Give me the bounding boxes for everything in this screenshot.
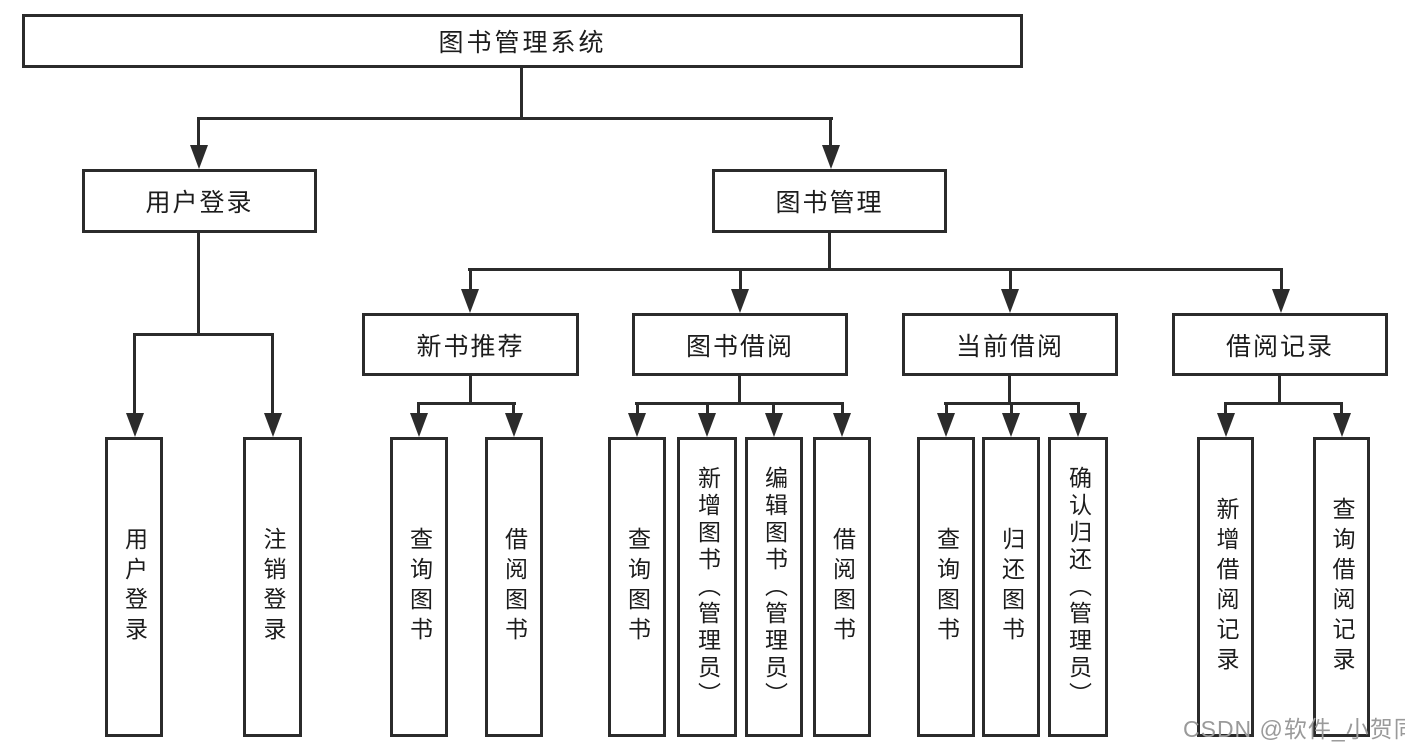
- arrowhead-current-borrow: [1001, 289, 1019, 313]
- connector-hline-book-management: [468, 268, 1283, 271]
- connector-vline-query-books-borrow: [636, 405, 639, 415]
- connector-stem-borrow-records: [1278, 376, 1281, 405]
- connector-vline-leaf-logout: [271, 336, 274, 413]
- leaf-user-login: 用户登录: [105, 437, 163, 737]
- node-label: 当前借阅: [955, 332, 1064, 361]
- leaf-logout-login: 注销登录: [243, 437, 302, 737]
- leaf-confirm-return-admin: 确认归还（管理员）: [1048, 437, 1108, 737]
- connector-hline-new-book: [417, 402, 516, 405]
- arrowhead-user-login: [190, 145, 208, 169]
- arrowhead-query-books-borrow: [628, 413, 646, 437]
- node-label: 图书借阅: [685, 332, 794, 361]
- connector-vline-current-borrow: [1009, 271, 1012, 291]
- connector-stem-new-book: [469, 376, 472, 405]
- arrowhead-query-books-current: [937, 413, 955, 437]
- arrowhead-add-books-admin: [698, 413, 716, 437]
- node-label: 查询图书: [624, 527, 651, 647]
- leaf-add-borrow-record: 新增借阅记录: [1197, 437, 1254, 737]
- connector-vline-book-management: [829, 120, 832, 147]
- connector-vline-query-books-current: [945, 405, 948, 415]
- node-book-management: 图书管理: [712, 169, 947, 233]
- node-label: 新书推荐: [416, 332, 525, 361]
- node-label: 用户登录: [145, 189, 254, 217]
- node-new-book-recommend: 新书推荐: [362, 313, 579, 376]
- node-label: 借阅记录: [1225, 332, 1334, 361]
- connector-stem-book-management: [828, 233, 831, 271]
- node-label: 借阅图书: [501, 527, 528, 647]
- connector-hline-book-borrow: [635, 402, 844, 405]
- leaf-borrow-books-recommend: 借阅图书: [485, 437, 543, 737]
- connector-hline-user-login: [133, 333, 274, 336]
- connector-stem-user-login: [197, 233, 200, 336]
- arrowhead-leaf-logout: [264, 413, 282, 437]
- leaf-edit-books-admin: 编辑图书（管理员）: [745, 437, 803, 737]
- connector-stem-book-borrow: [738, 376, 741, 405]
- connector-vline-query-books-recommend: [417, 405, 420, 415]
- arrowhead-query-books-recommend: [410, 413, 428, 437]
- node-book-borrow: 图书借阅: [632, 313, 848, 376]
- connector-hline-borrow-records: [1224, 402, 1343, 405]
- node-label: 查询图书: [406, 527, 433, 647]
- connector-vline-borrow-books-recommend: [512, 405, 515, 415]
- node-borrow-records: 借阅记录: [1172, 313, 1388, 376]
- connector-vline-query-borrow-record: [1340, 405, 1343, 415]
- connector-vline-user-login: [197, 120, 200, 147]
- node-label: 新增借阅记录: [1213, 497, 1239, 677]
- arrowhead-query-borrow-record: [1333, 413, 1351, 437]
- arrowhead-new-book: [461, 289, 479, 313]
- connector-stem-root: [520, 68, 523, 119]
- arrowhead-edit-books-admin: [765, 413, 783, 437]
- connector-vline-borrow-records: [1280, 271, 1283, 291]
- node-label: 新增图书（管理员）: [694, 465, 721, 709]
- node-label: 查询图书: [933, 527, 960, 647]
- leaf-query-borrow-record: 查询借阅记录: [1313, 437, 1370, 737]
- node-library-management-system: 图书管理系统: [22, 14, 1023, 68]
- connector-vline-book-borrow: [739, 271, 742, 291]
- node-label: 借阅图书: [829, 527, 856, 647]
- connector-hline-current-borrow: [944, 402, 1080, 405]
- node-current-borrow: 当前借阅: [902, 313, 1118, 376]
- arrowhead-borrow-records: [1272, 289, 1290, 313]
- leaf-query-books-borrow: 查询图书: [608, 437, 666, 737]
- leaf-return-books: 归还图书: [982, 437, 1040, 737]
- leaf-add-books-admin: 新增图书（管理员）: [677, 437, 737, 737]
- leaf-query-books-current: 查询图书: [917, 437, 975, 737]
- arrowhead-borrow-books: [833, 413, 851, 437]
- arrowhead-book-borrow: [731, 289, 749, 313]
- connector-stem-current-borrow: [1008, 376, 1011, 405]
- arrowhead-book-management: [822, 145, 840, 169]
- arrowhead-borrow-books-recommend: [505, 413, 523, 437]
- leaf-query-books-recommend: 查询图书: [390, 437, 448, 737]
- node-label: 图书管理: [775, 189, 884, 217]
- node-label: 确认归还（管理员）: [1065, 465, 1092, 709]
- node-label: 编辑图书（管理员）: [761, 465, 788, 709]
- node-label: 查询借阅记录: [1329, 497, 1355, 677]
- connector-hline-root: [197, 117, 833, 120]
- csdn-watermark: CSDN @软件_小贺同学: [1183, 716, 1405, 742]
- node-label: 归还图书: [998, 527, 1025, 647]
- connector-vline-return-books: [1010, 405, 1013, 415]
- connector-vline-borrow-books: [841, 405, 844, 415]
- connector-vline-edit-books-admin: [772, 405, 775, 415]
- connector-vline-leaf-user-login: [133, 336, 136, 413]
- node-label: 注销登录: [260, 527, 286, 647]
- node-label: 用户登录: [121, 527, 148, 647]
- leaf-borrow-books: 借阅图书: [813, 437, 871, 737]
- arrowhead-confirm-return: [1069, 413, 1087, 437]
- node-user-login: 用户登录: [82, 169, 317, 233]
- arrowhead-add-borrow-record: [1217, 413, 1235, 437]
- arrowhead-return-books: [1002, 413, 1020, 437]
- node-label: 图书管理系统: [438, 29, 607, 57]
- connector-vline-confirm-return: [1077, 405, 1080, 415]
- arrowhead-leaf-user-login: [126, 413, 144, 437]
- connector-vline-add-books-admin: [706, 405, 709, 415]
- connector-vline-new-book: [469, 271, 472, 291]
- connector-vline-add-borrow-record: [1224, 405, 1227, 415]
